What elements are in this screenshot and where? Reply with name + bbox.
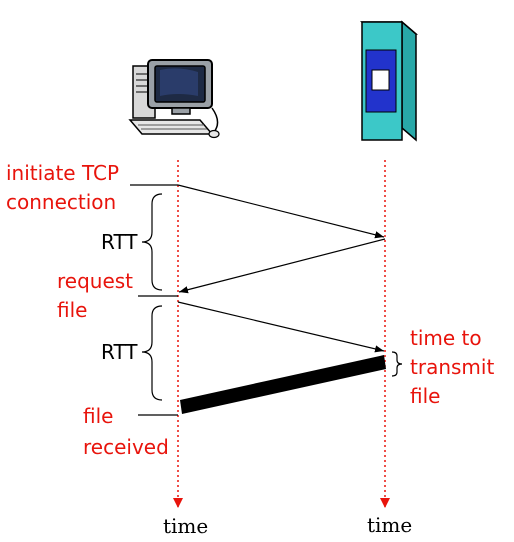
request-arrow <box>177 301 385 353</box>
client-time-label: time <box>163 514 208 538</box>
syn-arrow <box>177 184 385 239</box>
transmit-label-line1: time to <box>410 326 482 350</box>
rtt-label-first: RTT <box>101 230 138 254</box>
file-transfer-bar <box>180 355 386 414</box>
rtt-brace-first <box>141 193 163 291</box>
request-label-line2: file <box>57 298 87 322</box>
server-time-label: time <box>367 513 412 537</box>
received-label-line2: received <box>83 435 169 459</box>
received-label-line1: file <box>83 404 113 428</box>
initiate-label-line2: connection <box>6 190 116 214</box>
server-tower-icon <box>359 20 419 142</box>
transmit-label-line2: transmit <box>410 355 494 379</box>
synack-arrow <box>178 238 386 294</box>
rtt-label-second: RTT <box>101 340 138 364</box>
desktop-computer-icon <box>128 59 220 139</box>
request-label-line1: request <box>57 269 133 293</box>
transmit-brace <box>391 351 403 377</box>
rtt-brace-second <box>141 305 163 401</box>
initiate-label-line1: initiate TCP <box>6 161 119 185</box>
transmit-label-line3: file <box>410 384 440 408</box>
